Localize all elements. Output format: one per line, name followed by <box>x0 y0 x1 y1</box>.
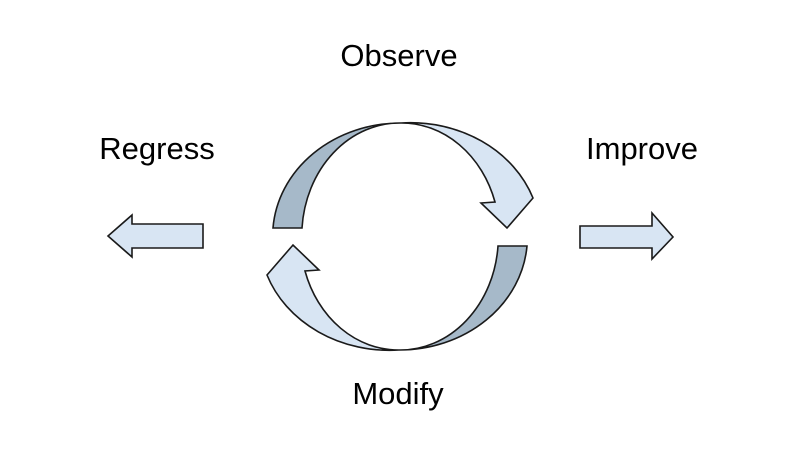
cycle-top-arrow-tail-icon <box>272 122 402 229</box>
cycle-bottom-arrow-head-icon <box>266 243 400 352</box>
regress-left-arrow-icon <box>106 213 204 259</box>
label-modify: Modify <box>352 376 444 411</box>
label-observe: Observe <box>340 38 458 73</box>
improve-right-arrow-icon <box>579 210 675 261</box>
cycle-top-arrow-head-icon <box>400 121 534 230</box>
label-regress: Regress <box>99 131 215 166</box>
cycle-bottom-arrow-tail-icon <box>398 245 528 351</box>
label-improve: Improve <box>586 131 698 166</box>
